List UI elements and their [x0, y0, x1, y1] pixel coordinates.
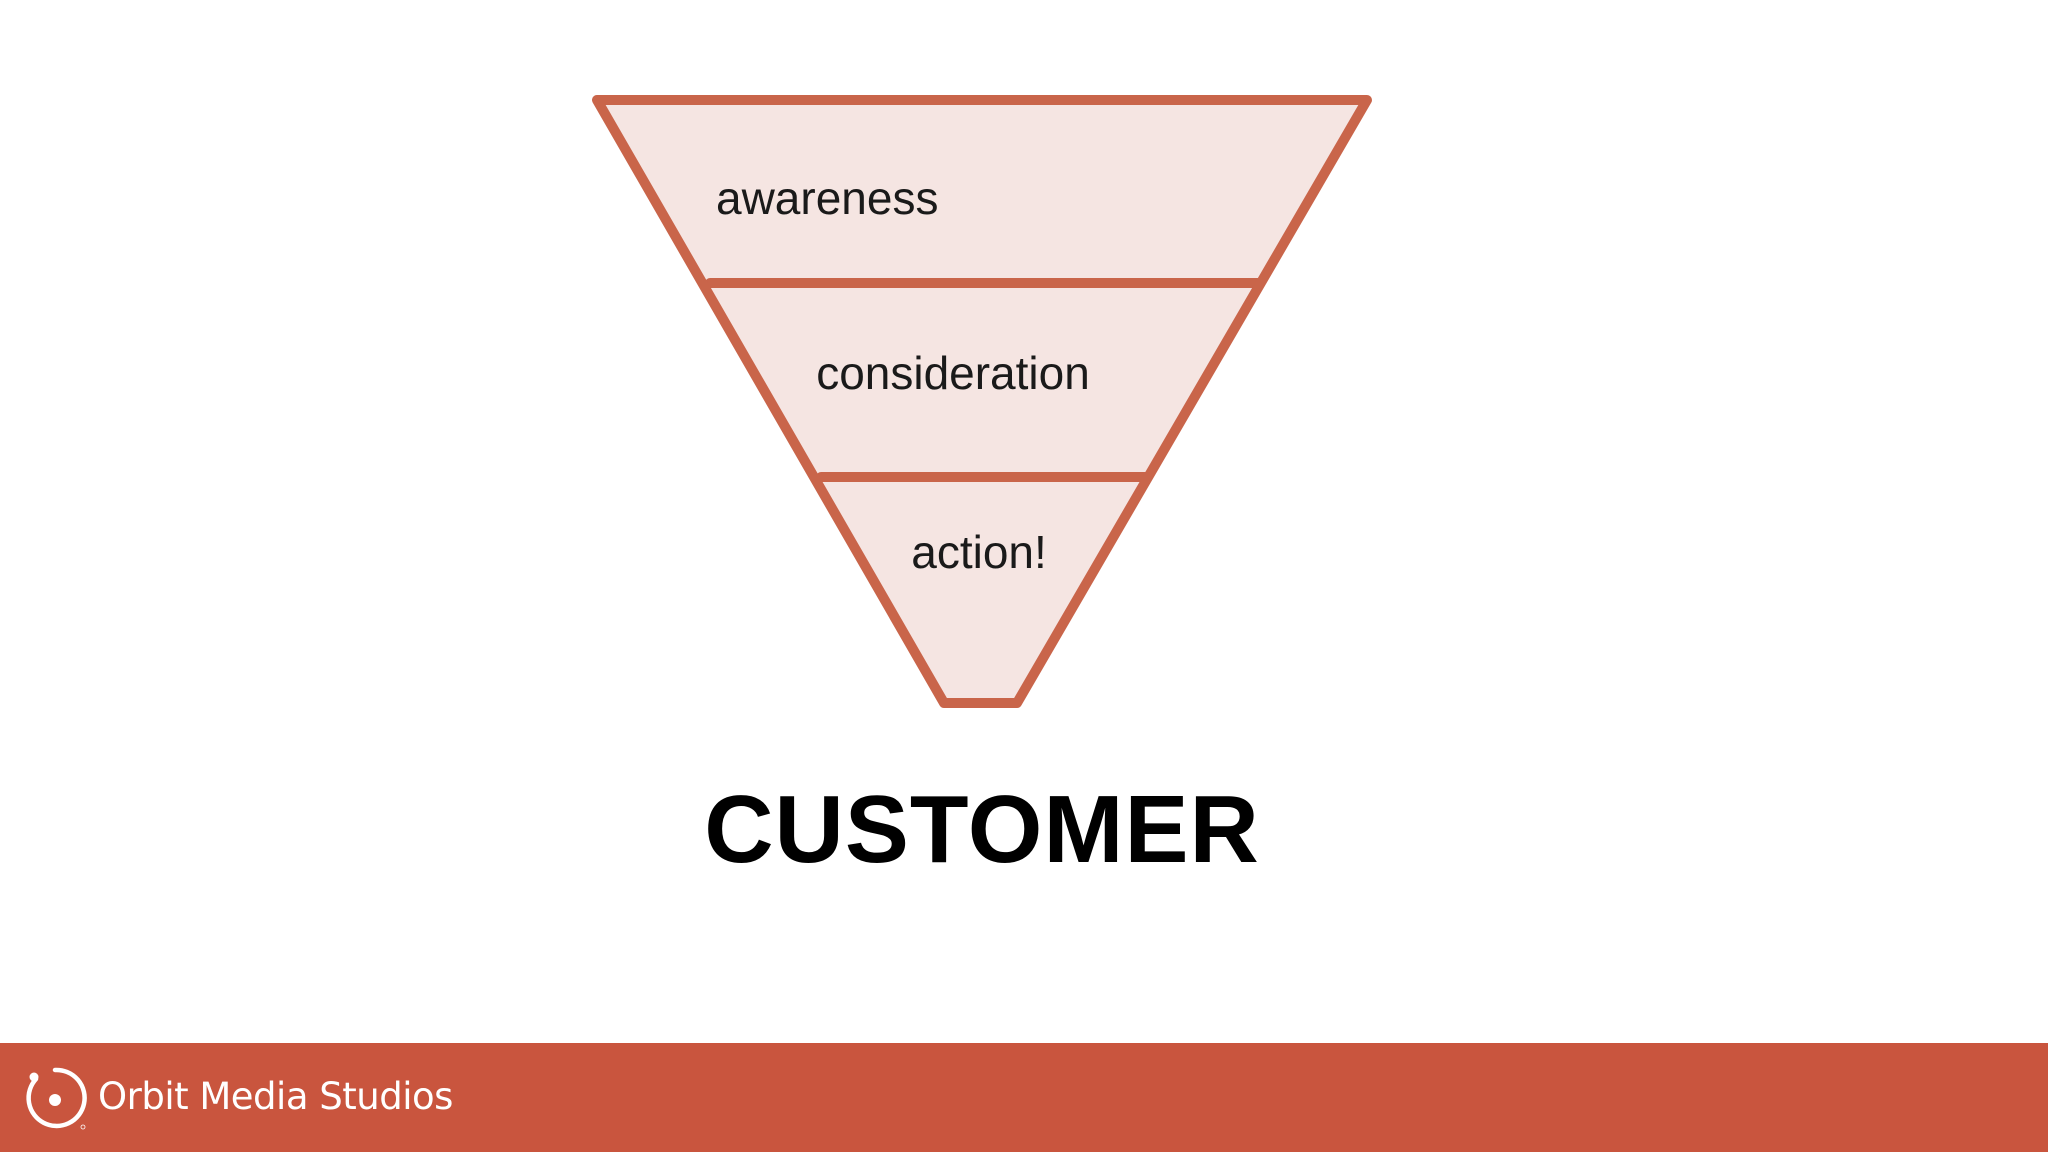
funnel-fill — [597, 100, 1367, 703]
funnel-outline — [592, 95, 1372, 708]
funnel-diagram: awareness consideration action! — [592, 95, 1372, 708]
funnel-stage-awareness: awareness — [716, 172, 938, 224]
funnel-caption: CUSTOMER — [704, 776, 1260, 883]
footer-bar: Orbit Media Studios — [0, 1043, 2048, 1152]
brand-name: Orbit Media Studios — [98, 1075, 453, 1118]
orbit-logo-icon — [26, 1067, 87, 1130]
funnel-stage-consideration: consideration — [816, 347, 1090, 399]
funnel-stage-action: action! — [911, 526, 1047, 578]
